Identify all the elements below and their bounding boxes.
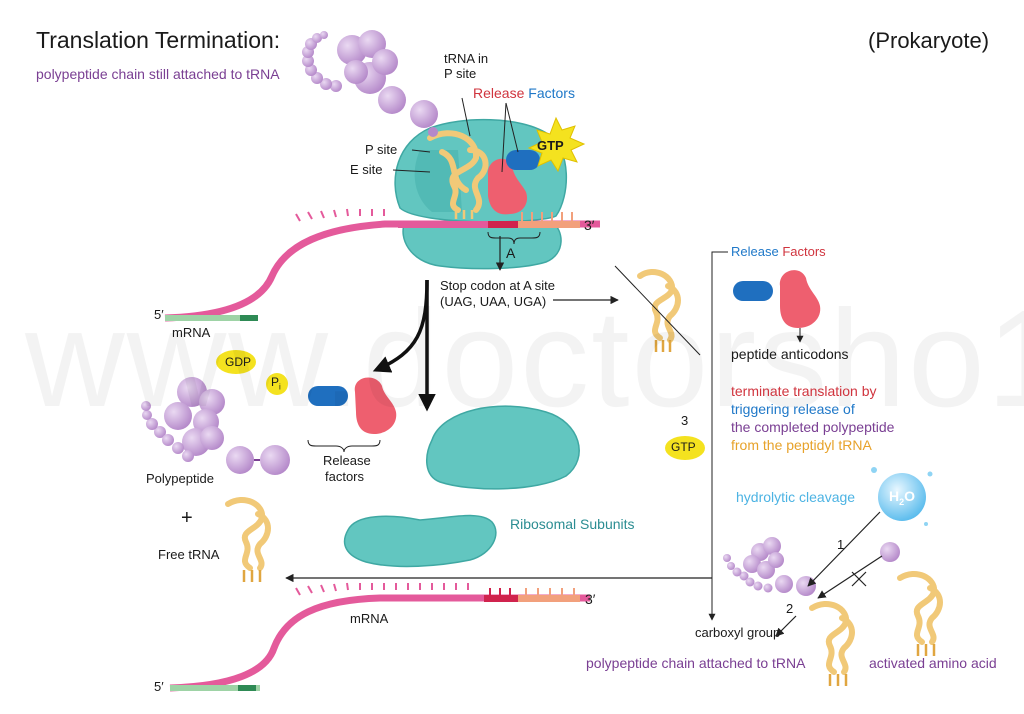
release-factors-brace	[307, 439, 381, 453]
amino-acid-bead	[880, 542, 900, 562]
gtp-badge-3	[665, 436, 705, 460]
polypeptide-chain-top	[302, 30, 438, 137]
label-3-prime-top: 3′	[584, 217, 595, 233]
label-polypeptide: Polypeptide	[146, 471, 214, 486]
trna-p-site-anticodon	[454, 210, 474, 219]
polypeptide-released	[141, 377, 290, 475]
free-trna	[225, 497, 271, 582]
h2o-sub: 2	[899, 496, 905, 507]
label-3-prime-bottom: 3′	[585, 591, 596, 607]
label-stop-codon: Stop codon at A site	[440, 278, 555, 293]
mrna-top	[164, 220, 600, 322]
release-factors-bracket	[708, 251, 728, 621]
label-number-2: 2	[786, 601, 794, 616]
release-factor-binding-right	[733, 281, 773, 301]
trna-peptidyl	[809, 601, 855, 686]
trna-p-site	[427, 130, 489, 213]
gtp-label-3: GTP	[671, 440, 696, 454]
label-stop-codons-list: (UAG, UAA, UGA)	[440, 294, 547, 309]
label-number-3: 3	[681, 413, 689, 428]
ribosome-small-subunit	[402, 221, 562, 270]
release-factor-binding-released	[308, 386, 348, 406]
label-chain-still-attached: polypeptide chain still attached to tRNA	[36, 66, 280, 82]
gtp-label: GTP	[537, 138, 564, 153]
pi-sub: i	[279, 382, 281, 392]
label-terminate-l1: terminate translation by	[731, 383, 877, 399]
h2o-o: O	[904, 488, 916, 504]
label-e-site: E site	[350, 162, 383, 177]
watermark: www.doctorsho1.ir	[25, 280, 1024, 439]
label-release-l2: factors	[325, 469, 365, 484]
label-number-1: 1	[837, 537, 845, 552]
label-carboxyl-group: carboxyl group	[695, 625, 781, 640]
label-trna-in: tRNA in	[444, 51, 489, 66]
a-site-bracket	[487, 231, 541, 245]
label-5-prime-top: 5′	[154, 307, 164, 322]
release-word: Release	[473, 85, 525, 101]
pi-label: Pi	[271, 375, 281, 392]
label-release-factors-top: Release Factors	[473, 85, 575, 101]
label-free-trna: Free tRNA	[158, 547, 220, 562]
gtp-burst-icon	[527, 116, 586, 173]
label-ribosomal-subunits: Ribosomal Subunits	[510, 516, 635, 532]
water-droplet-icon	[871, 467, 933, 526]
trna-activated	[897, 571, 943, 656]
label-mrna-top: mRNA	[172, 325, 211, 340]
trna-middle	[614, 265, 701, 356]
label-chain-attached: polypeptide chain attached to tRNA	[586, 655, 806, 671]
large-subunit-free	[426, 405, 580, 490]
label-mrna-bottom: mRNA	[350, 611, 389, 626]
mrna-bottom	[169, 582, 590, 692]
label-plus: +	[181, 507, 193, 529]
release-factor-a-site	[487, 158, 528, 215]
label-trna-p-site: P site	[444, 66, 477, 81]
gdp-label: GDP	[225, 355, 252, 369]
pi-badge	[266, 373, 288, 395]
page-title: Translation Termination:	[36, 27, 281, 53]
cleavage-arrows	[775, 511, 883, 637]
label-release-l1: Release	[323, 453, 371, 468]
label-p-site: P site	[365, 142, 398, 157]
organism-label: (Prokaryote)	[868, 28, 990, 53]
label-peptide-anticodons: peptide anticodons	[731, 346, 849, 362]
polypeptide-chain-bottom	[723, 537, 816, 596]
label-hydrolytic-cleavage: hydrolytic cleavage	[736, 489, 856, 505]
release-factor-right	[779, 270, 821, 328]
h2o-label: H2O	[889, 488, 915, 507]
h2o-h: H	[889, 488, 900, 504]
release-word-right: Release	[731, 244, 779, 259]
factors-word: Factors	[528, 85, 575, 101]
label-activated-amino-acid: activated amino acid	[869, 655, 997, 671]
release-factor-gtp-binding	[506, 150, 540, 170]
release-factor-released	[354, 377, 397, 434]
gdp-badge	[216, 350, 256, 374]
label-release-factors-right: Release Factors	[731, 244, 826, 260]
label-terminate-l3: the completed polypeptide	[731, 419, 895, 435]
factors-word-right: Factors	[782, 244, 826, 259]
pi-main: P	[271, 375, 280, 389]
leader-lines-top	[392, 97, 519, 173]
label-terminate-l4: from the peptidyl tRNA	[731, 437, 872, 453]
label-terminate-l2: triggering release of	[731, 401, 855, 417]
mrna-codon-bar	[295, 208, 580, 228]
label-5-prime-bottom: 5′	[154, 679, 164, 694]
label-a-site: A	[506, 245, 516, 261]
small-subunit-free	[343, 514, 497, 568]
